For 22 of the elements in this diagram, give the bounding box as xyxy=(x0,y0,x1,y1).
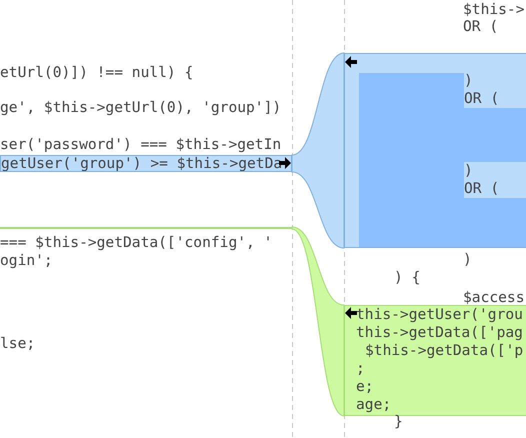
connector-ribbon xyxy=(292,226,344,416)
code-line: this->getData(['pag xyxy=(356,324,523,342)
code-line: ge', $this->getUrl(0), 'group']) xyxy=(0,99,282,117)
code-line: getUser('group') >= $this->getDa xyxy=(1,156,282,171)
code-line: this->getUser('grou xyxy=(356,306,523,324)
code-line: ; xyxy=(356,360,365,378)
code-line: OR ( xyxy=(463,18,498,36)
code-line: } xyxy=(394,413,403,431)
code-line: etUrl(0)]) !== null) { xyxy=(0,64,194,82)
code-line: $access xyxy=(463,289,525,307)
connector-ribbon xyxy=(292,52,344,248)
code-line: ogin'; xyxy=(0,252,53,270)
code-line: e; xyxy=(356,378,374,396)
code-line: === $this->getData(['config', ' xyxy=(0,234,272,252)
code-line: lse; xyxy=(0,335,36,353)
code-line: ser('password') === $this->getIn xyxy=(0,136,282,154)
code-line: ) xyxy=(463,251,472,269)
code-line: $this->getData(['p xyxy=(365,342,524,360)
insertion-marker xyxy=(0,227,292,229)
code-line: $this-> xyxy=(463,1,525,19)
code-line: ) { xyxy=(394,269,420,287)
code-line: age; xyxy=(356,396,392,414)
